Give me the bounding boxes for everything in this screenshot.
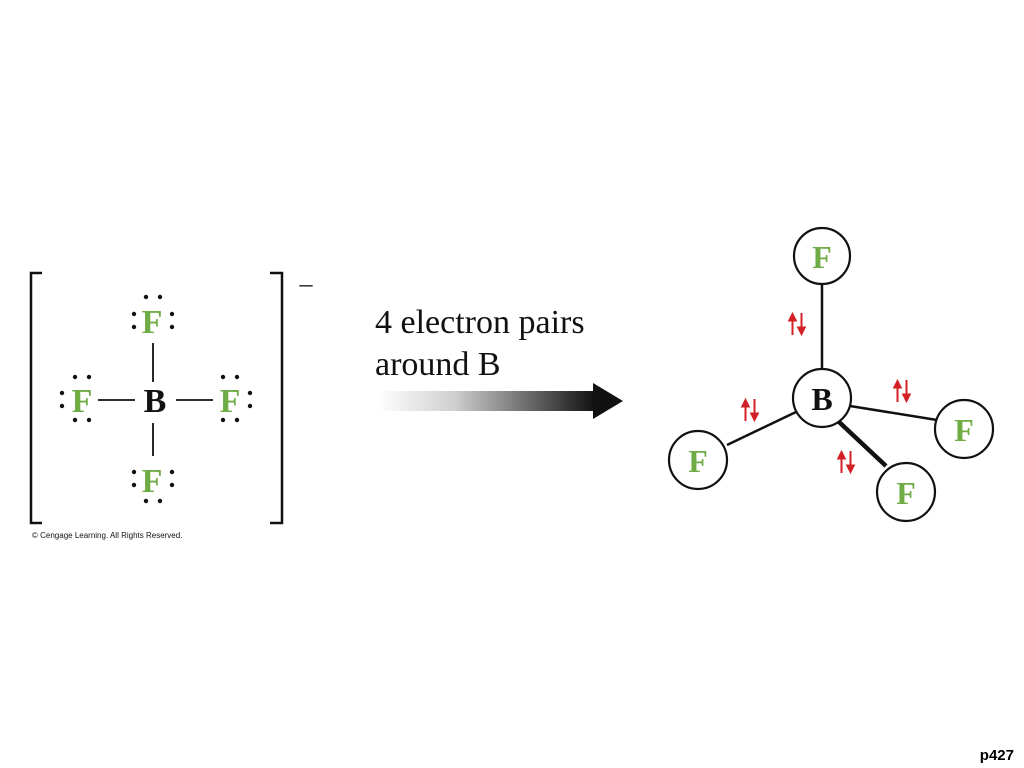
electron-pair-right-icon (892, 379, 912, 403)
tetrahedral-model: F B F F F (667, 226, 995, 523)
copyright-notice: © Cengage Learning. All Rights Reserved. (32, 531, 182, 540)
svg-text:F: F (896, 475, 916, 511)
lewis-fluorine-bottom: F (142, 463, 163, 500)
model-fluorine-right: F (933, 398, 995, 460)
model-fluorine-top: F (792, 226, 852, 286)
left-bracket (29, 271, 42, 525)
arrow-label-line2: around B (375, 346, 501, 383)
lewis-boron-atom: B (144, 383, 167, 420)
electron-pair-top-icon (787, 312, 807, 336)
lewis-structure: – B F F F F © C (29, 269, 314, 540)
electron-pair-front-icon (836, 450, 856, 474)
model-bond-left (726, 410, 797, 447)
page-number: p427 (979, 747, 1014, 764)
model-fluorine-front: F (875, 461, 937, 523)
svg-text:F: F (954, 412, 974, 448)
lewis-fluorine-left: F (72, 383, 93, 420)
transformation-arrow: 4 electron pairs around B (375, 304, 623, 419)
model-fluorine-left: F (667, 429, 729, 491)
arrow-head (593, 383, 623, 419)
model-bond-front (836, 419, 888, 468)
model-boron-atom: B (791, 367, 853, 429)
svg-text:F: F (688, 443, 708, 479)
arrow-shaft (378, 391, 595, 411)
electron-pair-left-icon (740, 398, 760, 422)
lewis-fluorine-top: F (142, 304, 163, 341)
right-bracket (270, 271, 284, 525)
lewis-fluorine-right: F (220, 383, 241, 420)
model-bond-right (849, 404, 938, 422)
ion-charge: – (299, 269, 314, 298)
svg-text:B: B (811, 381, 832, 417)
lone-pairs (59, 294, 253, 504)
svg-text:F: F (812, 239, 832, 275)
arrow-label-line1: 4 electron pairs (375, 304, 585, 341)
